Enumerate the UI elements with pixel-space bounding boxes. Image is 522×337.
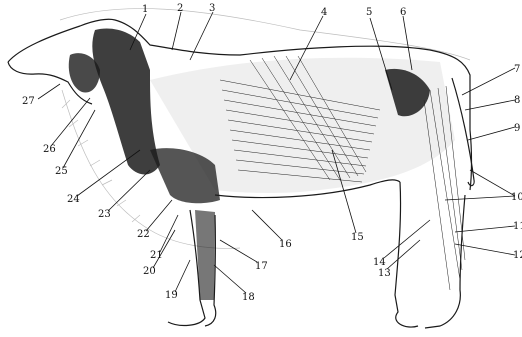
label-8: 8 xyxy=(514,95,520,106)
label-4: 4 xyxy=(321,7,327,18)
label-19: 19 xyxy=(165,290,178,301)
label-3: 3 xyxy=(209,3,215,14)
label-24: 24 xyxy=(67,194,80,205)
label-6: 6 xyxy=(400,7,406,18)
label-13: 13 xyxy=(378,268,391,279)
label-14: 14 xyxy=(373,257,386,268)
label-16: 16 xyxy=(279,239,292,250)
label-5: 5 xyxy=(366,7,372,18)
label-23: 23 xyxy=(98,209,111,220)
label-1: 1 xyxy=(142,4,148,15)
label-26: 26 xyxy=(43,144,56,155)
label-27: 27 xyxy=(22,96,35,107)
label-17: 17 xyxy=(255,261,268,272)
label-12: 12 xyxy=(513,250,522,261)
label-7: 7 xyxy=(514,64,520,75)
label-11: 11 xyxy=(513,221,522,232)
label-15: 15 xyxy=(351,232,364,243)
label-2: 2 xyxy=(177,3,183,14)
label-10: 10 xyxy=(511,192,522,203)
label-25: 25 xyxy=(55,166,68,177)
label-22: 22 xyxy=(137,229,150,240)
label-18: 18 xyxy=(242,292,255,303)
label-9: 9 xyxy=(514,123,520,134)
label-20: 20 xyxy=(143,266,156,277)
label-21: 21 xyxy=(150,250,163,261)
